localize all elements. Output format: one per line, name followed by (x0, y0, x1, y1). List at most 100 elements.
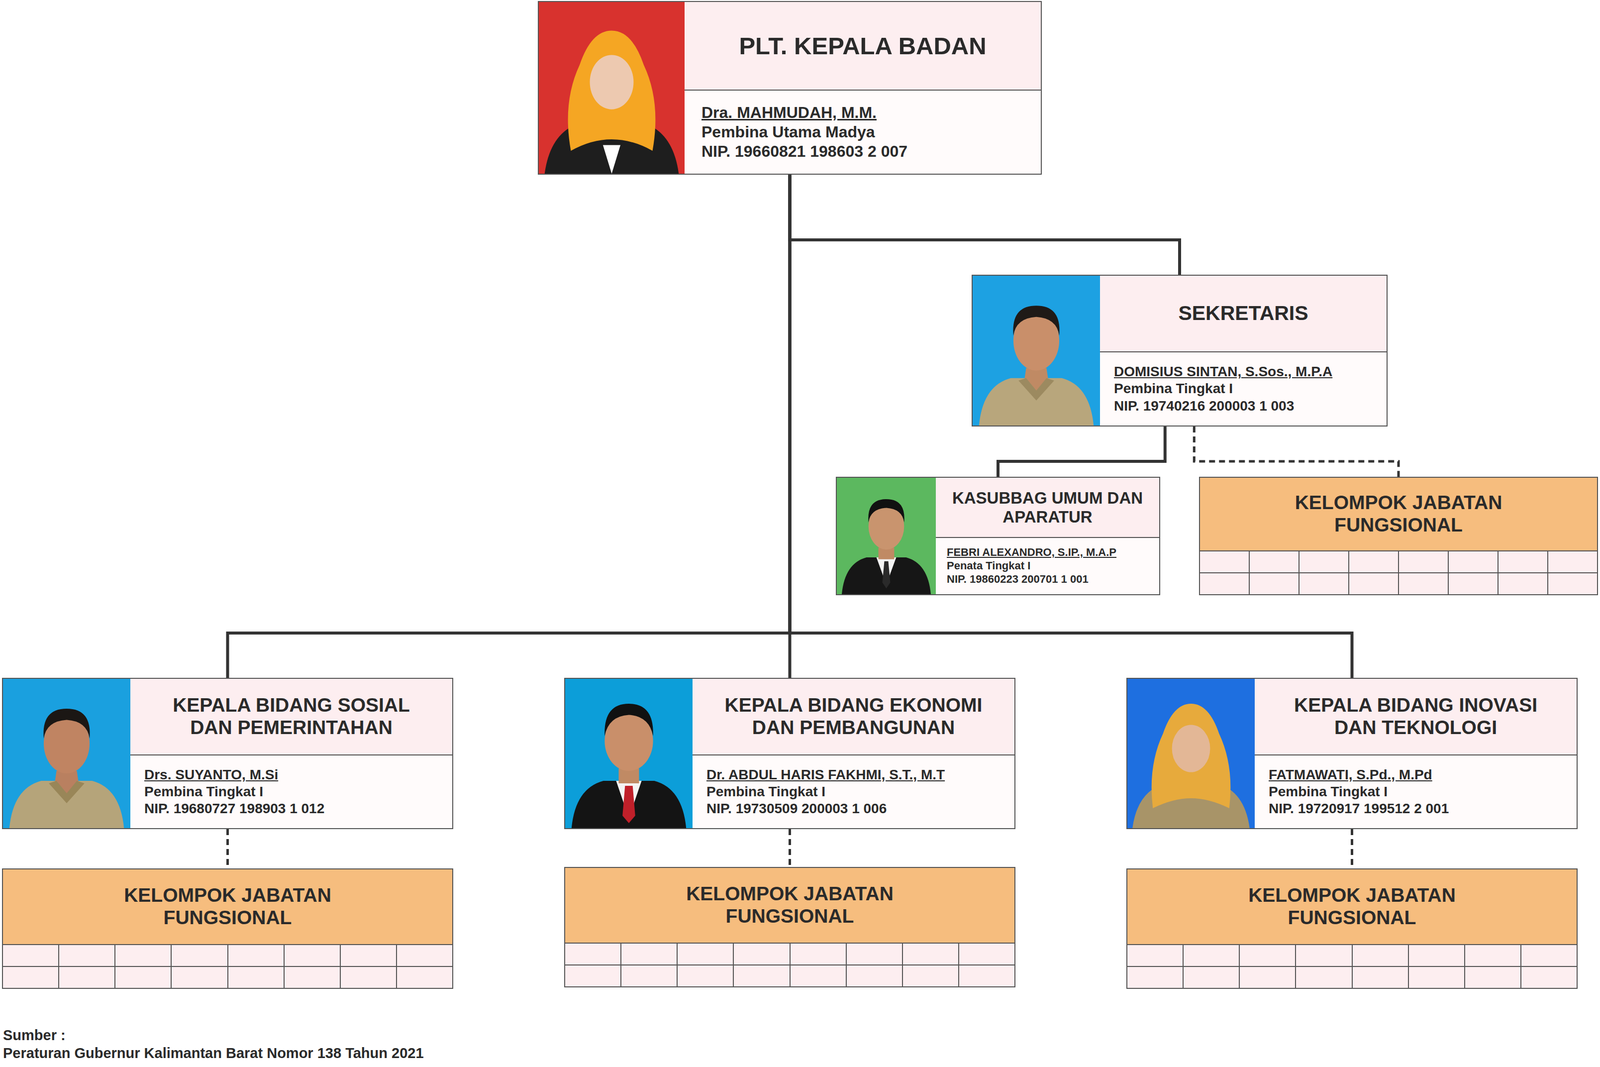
official-name: FEBRI ALEXANDRO, S.IP., M.A.P (946, 545, 1155, 560)
function-group-box: KELOMPOK JABATAN FUNGSIONAL (564, 866, 1016, 988)
grid-cell (733, 943, 790, 965)
title-band: KELOMPOK JABATAN FUNGSIONAL (565, 867, 1015, 943)
title-band: SEKRETARIS (1100, 275, 1387, 352)
grid-cell (621, 943, 677, 965)
grid-cell (790, 965, 846, 987)
grid-cell (1296, 966, 1352, 988)
grid-cell (959, 965, 1015, 987)
official-name: Dra. MAHMUDAH, M.M. (701, 102, 1036, 123)
position-title: KEPALA BIDANG SOSIAL DAN PEMERINTAHAN (155, 694, 428, 739)
nip-text: NIP. 19740216 200003 1 003 (1113, 397, 1382, 415)
box-column: KELOMPOK JABATAN FUNGSIONAL (2, 869, 453, 988)
grid-cell (397, 966, 453, 988)
staff-grid (1200, 550, 1598, 595)
position-box: KEPALA BIDANG EKONOMI DAN PEMBANGUNANDr.… (564, 677, 1016, 829)
box-column: KELOMPOK JABATAN FUNGSIONAL (1200, 477, 1598, 595)
position-title: KELOMPOK JABATAN FUNGSIONAL (111, 884, 345, 929)
detail-band: Dr. ABDUL HARIS FAKHMI, S.T., M.TPembina… (692, 754, 1015, 828)
portrait-photo (836, 477, 936, 595)
rank-text: Pembina Tingkat I (1113, 380, 1382, 398)
grid-cell (340, 944, 397, 966)
rank-text: Pembina Tingkat I (1268, 783, 1572, 800)
grid-cell (1448, 573, 1498, 595)
staff-grid (565, 942, 1015, 987)
grid-cell (2, 944, 59, 966)
position-box: PLT. KEPALA BADAN Dra. MAHMUDAH, M.M.Pemb… (537, 0, 1042, 175)
grid-cell (902, 965, 959, 987)
position-box: KEPALA BIDANG INOVASI DAN TEKNOLOGI FATMA… (1126, 677, 1578, 829)
rank-text: Pembina Tingkat I (706, 783, 1010, 800)
grid-cell (1408, 944, 1465, 966)
portrait-photo (565, 678, 693, 828)
grid-cell (340, 966, 397, 988)
grid-cell (733, 965, 790, 987)
grid-cell (1465, 966, 1521, 988)
connector-line (226, 828, 229, 869)
grid-cell (1183, 944, 1239, 966)
grid-cell (565, 943, 621, 965)
position-box: KEPALA BIDANG SOSIAL DAN PEMERINTAHAN Drs… (1, 677, 454, 829)
grid-cell (677, 943, 733, 965)
position-title: KELOMPOK JABATAN FUNGSIONAL (1235, 884, 1469, 929)
grid-cell (846, 943, 902, 965)
function-group-box: KELOMPOK JABATAN FUNGSIONAL (1199, 476, 1599, 596)
title-band: KEPALA BIDANG SOSIAL DAN PEMERINTAHAN (130, 678, 453, 755)
connector-line (788, 828, 792, 867)
position-title: KELOMPOK JABATAN FUNGSIONAL (1282, 491, 1515, 537)
position-box: KASUBBAG UMUM DAN APARATURFEBRI ALEXANDR… (835, 476, 1161, 596)
grid-cell (565, 965, 621, 987)
official-name: Drs. SUYANTO, M.Si (144, 766, 448, 784)
box-column: KEPALA BIDANG SOSIAL DAN PEMERINTAHAN Drs… (130, 678, 453, 828)
grid-cell (1521, 944, 1577, 966)
staff-grid (2, 943, 453, 988)
staff-grid (1127, 943, 1577, 988)
grid-cell (1127, 966, 1183, 988)
portrait-photo (538, 1, 685, 174)
grid-cell (677, 965, 733, 987)
connector-line (227, 174, 791, 678)
official-name: FATMAWATI, S.Pd., M.Pd (1268, 766, 1572, 784)
grid-cell (1399, 573, 1448, 595)
grid-cell (115, 966, 171, 988)
photo-slot (1127, 678, 1255, 828)
connector-line (790, 174, 1181, 275)
portrait-photo (1127, 678, 1255, 828)
box-column: KELOMPOK JABATAN FUNGSIONAL (1127, 869, 1577, 988)
official-name: DOMISIUS SINTAN, S.Sos., M.P.A (1113, 363, 1382, 381)
photo-slot (538, 1, 685, 174)
photo-slot (565, 678, 693, 828)
grid-cell (171, 944, 227, 966)
connector-line (1350, 828, 1354, 869)
grid-cell (1239, 966, 1296, 988)
grid-cell (2, 966, 59, 988)
grid-cell (115, 944, 171, 966)
title-band: PLT. KEPALA BADAN (684, 1, 1041, 90)
box-column: KASUBBAG UMUM DAN APARATURFEBRI ALEXANDR… (935, 477, 1160, 595)
rank-text: Pembina Utama Madya (701, 122, 1036, 142)
grid-cell (1239, 944, 1296, 966)
position-title: KELOMPOK JABATAN FUNGSIONAL (673, 882, 907, 928)
grid-cell (59, 944, 115, 966)
grid-cell (1465, 944, 1521, 966)
grid-cell (1296, 944, 1352, 966)
grid-cell (1349, 551, 1399, 573)
nip-text: NIP. 19680727 198903 1 012 (144, 800, 448, 817)
grid-cell (1399, 551, 1448, 573)
grid-cell (1548, 573, 1598, 595)
grid-cell (228, 966, 284, 988)
grid-cell (397, 944, 453, 966)
grid-cell (228, 944, 284, 966)
title-band: KEPALA BIDANG EKONOMI DAN PEMBANGUNAN (692, 678, 1015, 755)
photo-slot (972, 275, 1100, 426)
position-title: PLT. KEPALA BADAN (738, 31, 987, 60)
title-band: KEPALA BIDANG INOVASI DAN TEKNOLOGI (1254, 678, 1577, 755)
nip-text: NIP. 19860223 200701 1 001 (946, 572, 1155, 587)
grid-cell (846, 965, 902, 987)
grid-cell (1200, 551, 1249, 573)
grid-cell (1352, 966, 1408, 988)
box-column: KEPALA BIDANG EKONOMI DAN PEMBANGUNANDr.… (692, 678, 1015, 828)
connector-line (998, 426, 1166, 477)
grid-cell (1548, 551, 1598, 573)
grid-cell (621, 965, 677, 987)
